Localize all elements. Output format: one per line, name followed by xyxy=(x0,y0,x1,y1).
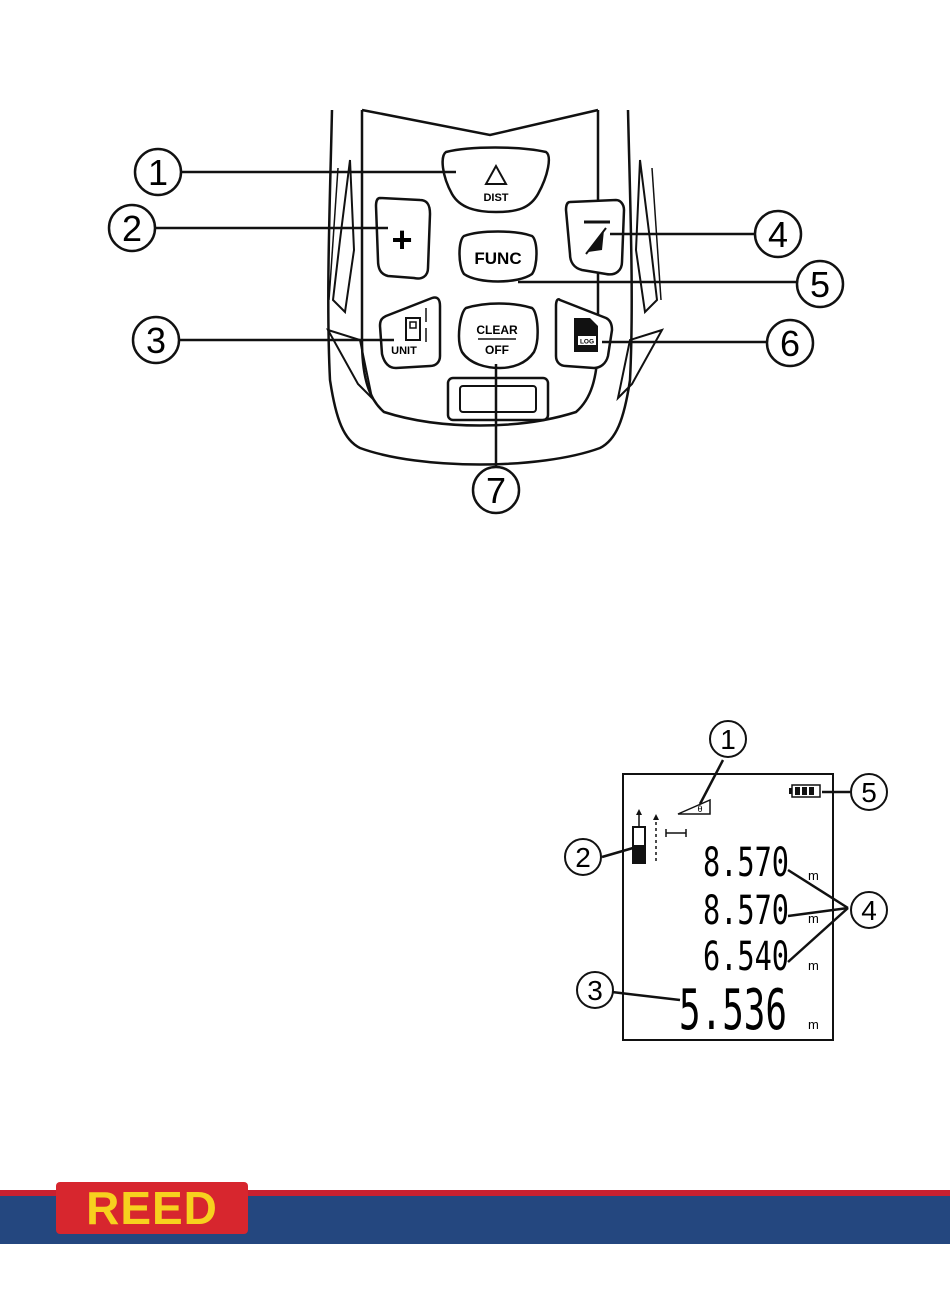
keypad-callout-5: 5 xyxy=(797,261,843,307)
keypad-callout-1: 1 xyxy=(135,149,181,195)
lcd-line-1: 8.570 xyxy=(703,840,789,886)
angle-symbol: θ xyxy=(697,804,702,814)
unit-button-label: UNIT xyxy=(391,345,417,357)
svg-text:6: 6 xyxy=(780,323,800,364)
keypad-callout-2: 2 xyxy=(109,205,155,251)
dist-button[interactable]: DIST xyxy=(443,148,549,213)
lcd-line-3-unit: m xyxy=(808,958,819,973)
log-file-icon: LOG xyxy=(574,318,598,352)
svg-text:2: 2 xyxy=(122,208,142,249)
battery-icon xyxy=(789,785,820,797)
lcd-callout-3: 3 xyxy=(577,972,613,1008)
svg-text:5: 5 xyxy=(861,777,877,808)
lcd-callout-5: 5 xyxy=(851,774,887,810)
diagram-canvas: DIST + FUNC UNIT CLEAR OFF xyxy=(0,0,950,1180)
reed-logo-text: REED xyxy=(86,1181,218,1235)
svg-text:3: 3 xyxy=(587,975,603,1006)
svg-text:1: 1 xyxy=(720,724,736,755)
lcd-display: θ 8.570 m 8.570 m 6.540 m xyxy=(623,774,833,1043)
svg-text:2: 2 xyxy=(575,842,591,873)
lcd-line-2: 8.570 xyxy=(703,888,789,934)
plus-button-label: + xyxy=(391,219,412,260)
lcd-main-unit: m xyxy=(808,1017,819,1032)
memory-button[interactable] xyxy=(566,200,624,274)
clear-button-label: CLEAR xyxy=(476,323,518,337)
func-button[interactable]: FUNC xyxy=(460,232,537,282)
func-button-label: FUNC xyxy=(474,249,521,268)
keypad-callout-7: 7 xyxy=(473,467,519,513)
lcd-main-reading: 5.536 xyxy=(679,978,787,1043)
lcd-callout-4: 4 xyxy=(851,892,887,928)
svg-text:5: 5 xyxy=(810,264,830,305)
svg-text:4: 4 xyxy=(768,214,788,255)
lcd-callout-1: 1 xyxy=(710,721,746,757)
off-button-label: OFF xyxy=(485,343,509,357)
keypad-callout-4: 4 xyxy=(755,211,801,257)
plus-button[interactable]: + xyxy=(376,198,430,279)
keypad-callout-6: 6 xyxy=(767,320,813,366)
svg-text:7: 7 xyxy=(486,470,506,511)
unit-button[interactable]: UNIT xyxy=(380,297,440,368)
log-button[interactable]: LOG xyxy=(556,299,612,368)
lcd-callout-2: 2 xyxy=(565,839,601,875)
dist-button-label: DIST xyxy=(483,192,508,204)
reed-logo: REED xyxy=(56,1182,248,1234)
keypad-callout-3: 3 xyxy=(133,317,179,363)
log-icon-label: LOG xyxy=(580,339,594,346)
svg-text:4: 4 xyxy=(861,895,877,926)
svg-text:3: 3 xyxy=(146,320,166,361)
svg-text:1: 1 xyxy=(148,152,168,193)
clear-off-button[interactable]: CLEAR OFF xyxy=(459,304,538,369)
lcd-line-3: 6.540 xyxy=(703,934,789,980)
lcd-line-1-unit: m xyxy=(808,868,819,883)
